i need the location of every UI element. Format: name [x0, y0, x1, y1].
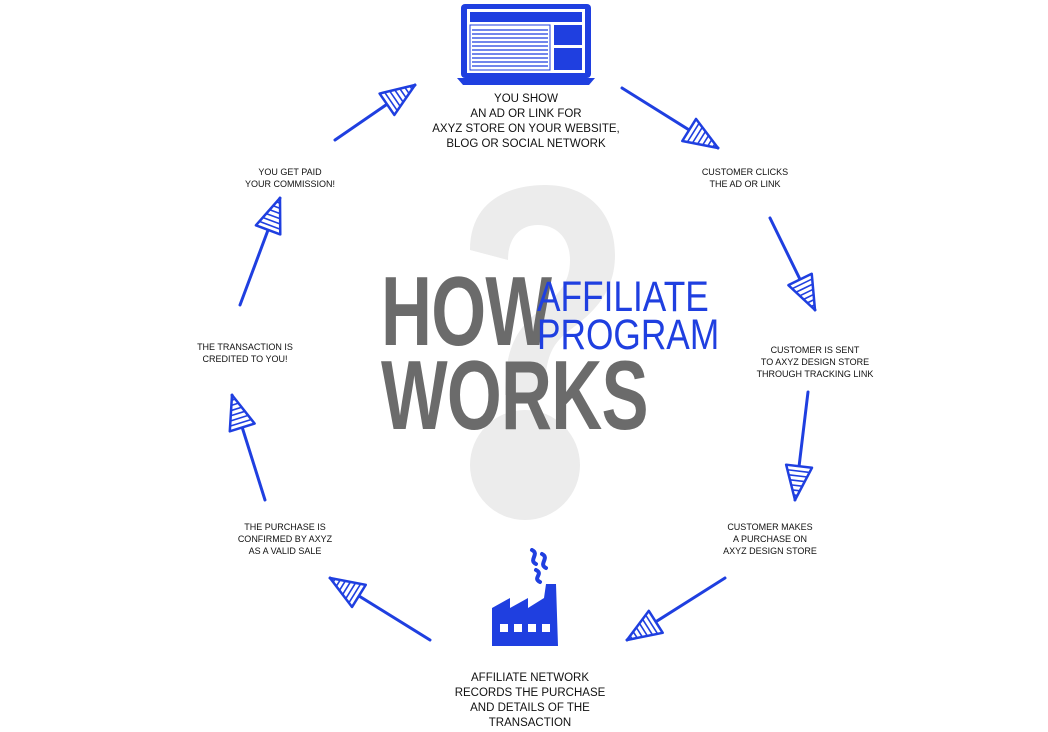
- title-works: WORKS: [381, 340, 649, 450]
- title-how: HOW: [381, 256, 552, 366]
- title-program: PROGRAM: [537, 311, 720, 359]
- title-affiliate: AFFILIATE: [537, 273, 709, 321]
- arrow-icon: [625, 576, 727, 642]
- step-label-customer-clicks: CUSTOMER CLICKS THE AD OR LINK: [701, 167, 789, 189]
- arrow-icon: [784, 390, 814, 502]
- arrow-icon: [228, 393, 267, 502]
- step-label-network-records: AFFILIATE NETWORK RECORDS THE PURCHASE A…: [454, 672, 606, 729]
- arrow-icon: [328, 576, 432, 642]
- step-label-show-ad: YOU SHOW AN AD OR LINK FOR AXYZ STORE ON…: [432, 93, 620, 150]
- step-label-customer-purchase: CUSTOMER MAKES A PURCHASE ON AXYZ DESIGN…: [723, 522, 817, 556]
- factory-icon: [492, 548, 558, 646]
- arrow-icon: [768, 216, 817, 312]
- laptop-icon: [457, 4, 595, 85]
- arrow-icon: [238, 196, 282, 307]
- arrow-icon: [620, 86, 720, 150]
- arrow-icon: [333, 83, 417, 142]
- step-label-transaction-credited: THE TRANSACTION IS CREDITED TO YOU!: [197, 342, 293, 364]
- step-label-get-paid: YOU GET PAID YOUR COMMISSION!: [244, 167, 335, 189]
- question-mark-icon: [470, 185, 615, 520]
- step-label-customer-sent: CUSTOMER IS SENT TO AXYZ DESIGN STORE TH…: [756, 345, 874, 379]
- step-label-purchase-confirmed: THE PURCHASE IS CONFIRMED BY AXYZ AS A V…: [237, 522, 333, 556]
